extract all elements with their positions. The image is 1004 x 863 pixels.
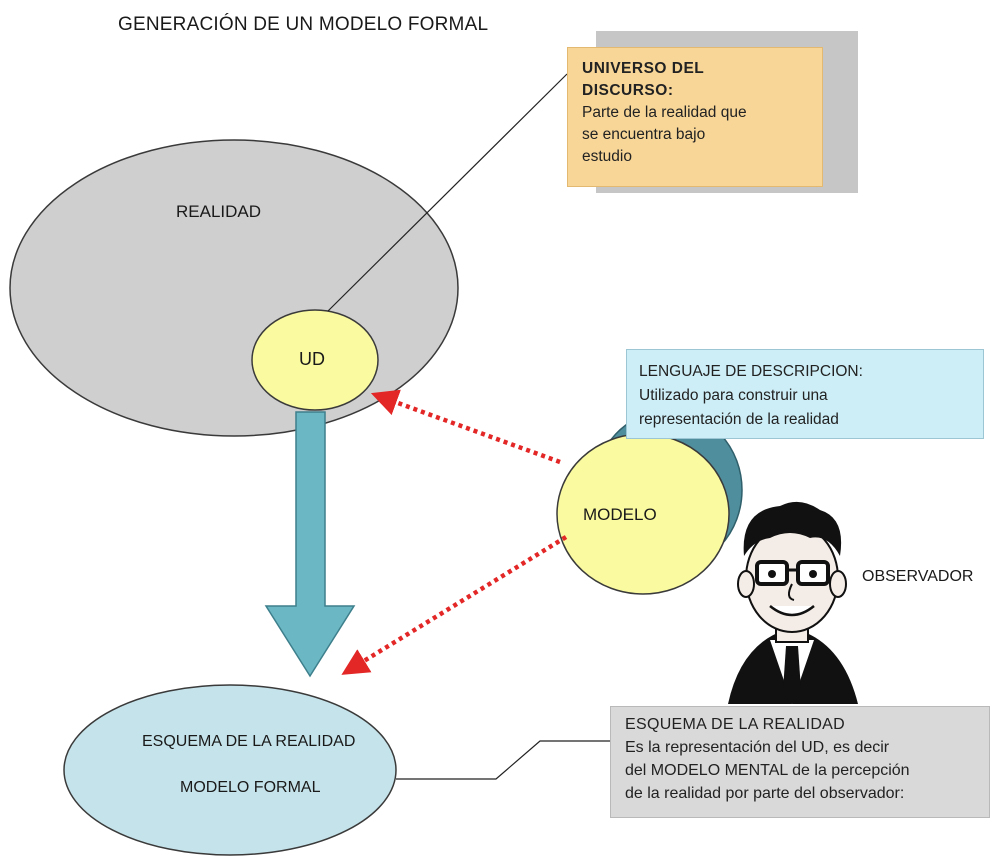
esquema-callout: ESQUEMA DE LA REALIDAD Es la representac… [610, 706, 990, 818]
esquema-callout-title: ESQUEMA DE LA REALIDAD [625, 716, 846, 733]
realidad-ellipse [9, 139, 459, 437]
universo-title-line1: UNIVERSO DEL [582, 60, 705, 77]
modelo-to-esquema-dotted-arrow [341, 535, 568, 675]
ud-to-esquema-arrow [264, 411, 356, 678]
universo-body-line: Parte de la realidad que [582, 104, 747, 121]
diagram-title: GENERACIÓN DE UN MODELO FORMAL [118, 14, 489, 35]
ud-ellipse [251, 309, 379, 411]
esquema-connector-line [396, 740, 610, 780]
cartoon-man-with-glasses-icon [728, 501, 858, 704]
esquema-body-line: Es la representación del UD, es decir [625, 739, 890, 756]
ud-label: UD [299, 349, 325, 369]
lenguaje-body-line: representación de la realidad [639, 411, 839, 428]
universo-body-line: estudio [582, 148, 632, 165]
universo-callout: UNIVERSO DEL DISCURSO: Parte de la reali… [567, 47, 823, 187]
lenguaje-callout: LENGUAJE DE DESCRIPCION: Utilizado para … [626, 349, 984, 439]
esquema-ellipse [63, 684, 397, 856]
modelo-to-ud-dotted-arrow [370, 389, 561, 465]
esquema-body-line: del MODELO MENTAL de la percepción [625, 762, 910, 779]
lenguaje-title: LENGUAJE DE DESCRIPCION: [639, 363, 863, 380]
realidad-label: REALIDAD [176, 202, 262, 221]
lenguaje-body-line: Utilizado para construir una [639, 387, 828, 404]
universo-connector-line [327, 73, 568, 312]
esquema-label-line2: MODELO FORMAL [180, 779, 321, 796]
universo-body-line: se encuentra bajo [582, 126, 706, 143]
universo-title-line2: DISCURSO: [582, 82, 674, 99]
modelo-label: MODELO [583, 505, 657, 524]
esquema-label-line1: ESQUEMA DE LA REALIDAD [142, 733, 356, 750]
observador-label: OBSERVADOR [862, 568, 974, 585]
esquema-body-line: de la realidad por parte del observador: [625, 785, 905, 802]
